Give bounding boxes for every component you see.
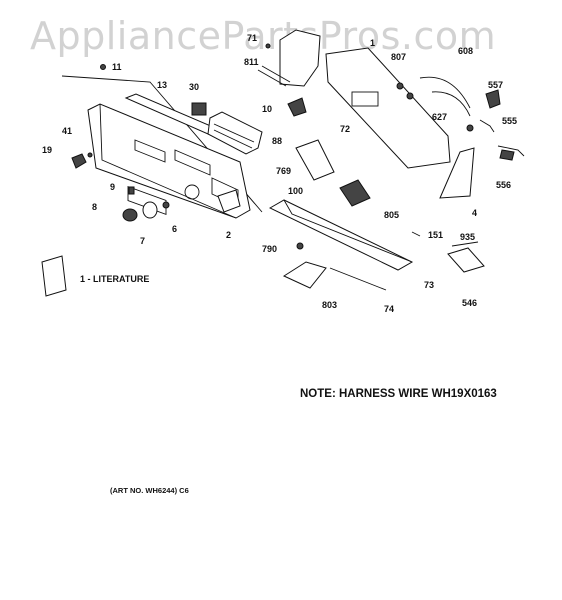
callout-556: 556 <box>496 180 512 190</box>
callout-8: 8 <box>92 202 98 212</box>
part-555 <box>497 145 525 157</box>
literature-label: - LITERATURE <box>87 274 150 284</box>
back-panel-72 <box>325 47 451 169</box>
callout-30: 30 <box>189 82 200 92</box>
bracket-71 <box>257 29 321 87</box>
part-9 <box>128 186 135 195</box>
callout-7: 7 <box>140 236 146 246</box>
bracket-4 <box>439 147 475 199</box>
screw-41 <box>87 152 93 158</box>
callout-72: 72 <box>340 124 351 134</box>
valve-557 <box>485 89 501 109</box>
art-number: (ART NO. WH6244) C6 <box>110 486 189 495</box>
callout-6: 6 <box>172 224 178 234</box>
callout-790: 790 <box>262 244 278 254</box>
callout-546: 546 <box>462 298 478 308</box>
callout-935: 935 <box>460 232 476 242</box>
callout-4: 4 <box>472 208 478 218</box>
knob-19 <box>71 153 87 169</box>
harness-546 <box>447 241 485 273</box>
bracket-2 <box>217 189 241 213</box>
trim-74 <box>329 267 387 291</box>
callout-557: 557 <box>488 80 504 90</box>
part-100 <box>295 139 335 181</box>
callout-1-literature: 1 - LITERATURE <box>80 274 149 284</box>
callout-74: 74 <box>384 304 395 314</box>
control-board <box>207 111 263 155</box>
knob-6 <box>162 201 170 209</box>
callout-13: 13 <box>157 80 168 90</box>
callout-151: 151 <box>428 230 444 240</box>
part-10 <box>287 97 307 117</box>
callout-608: 608 <box>458 46 474 56</box>
part-627 <box>466 124 474 132</box>
screw-11 <box>100 64 106 70</box>
callout-769: 769 <box>276 166 292 176</box>
switch-part <box>191 102 207 116</box>
harness-note: NOTE: HARNESS WIRE WH19X0163 <box>300 388 497 400</box>
hose-627 <box>479 119 495 133</box>
callout-805: 805 <box>384 210 400 220</box>
literature-booklet <box>41 255 67 297</box>
callout-73: 73 <box>424 280 435 290</box>
callout-811: 811 <box>244 57 259 67</box>
callout-71: 71 <box>247 33 258 43</box>
callout-19: 19 <box>42 145 53 155</box>
callout-10: 10 <box>262 104 273 114</box>
part-790 <box>296 242 304 250</box>
callout-9: 9 <box>110 182 116 192</box>
top-cover-73 <box>268 199 414 271</box>
screw-151 <box>411 231 421 237</box>
callout-11: 11 <box>112 62 122 72</box>
hose-608 <box>396 76 471 117</box>
control-panel-front <box>87 103 251 219</box>
part-556 <box>499 149 515 161</box>
callout-2: 2 <box>226 230 232 240</box>
knob-8 <box>122 208 138 222</box>
literature-number: 1 <box>80 274 86 284</box>
dispenser-803 <box>282 261 327 289</box>
callout-88: 88 <box>272 136 283 146</box>
callout-41: 41 <box>62 126 73 136</box>
watermark-text: AppliancePartsPros.com <box>30 14 497 58</box>
screw-71 <box>265 43 271 49</box>
callout-807: 807 <box>391 52 407 62</box>
valve-805 <box>339 179 371 207</box>
callout-555: 555 <box>502 116 518 126</box>
callout-803: 803 <box>322 300 338 310</box>
callout-627: 627 <box>432 112 448 122</box>
knob-7 <box>142 201 158 219</box>
callout-1: 1 <box>370 38 376 48</box>
callout-100: 100 <box>288 186 304 196</box>
